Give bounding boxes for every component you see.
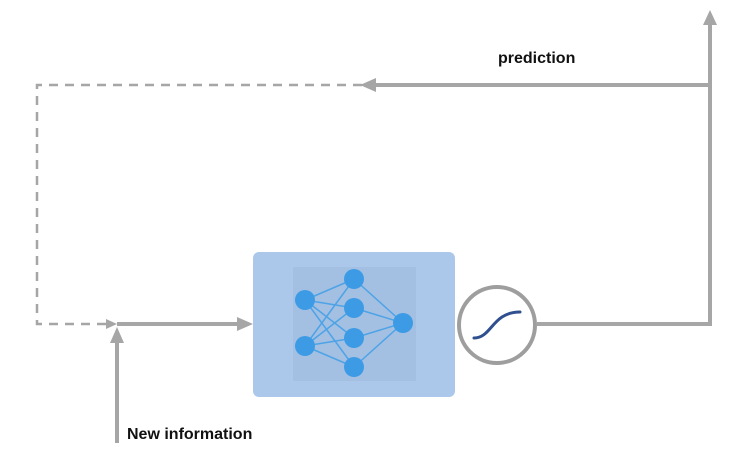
output-node (393, 313, 413, 333)
output-arrowhead-up (703, 10, 717, 25)
input-node (295, 290, 315, 310)
sigmoid-curve-icon (472, 310, 522, 340)
hidden-node (344, 269, 364, 289)
output-line (537, 24, 712, 326)
network-nodes (295, 269, 413, 377)
hidden-node (344, 357, 364, 377)
feedback-dashed-arrowhead (106, 319, 117, 329)
activation-circle (457, 285, 537, 365)
prediction-arrowhead (360, 78, 376, 92)
hidden-node (344, 328, 364, 348)
new-information-label: New information (127, 426, 253, 443)
hidden-node (344, 298, 364, 318)
input-arrowhead (237, 317, 253, 331)
feedback-dashed-line (35, 83, 362, 326)
prediction-label: prediction (498, 50, 576, 67)
new-information-arrowhead (110, 327, 124, 343)
input-node (295, 336, 315, 356)
